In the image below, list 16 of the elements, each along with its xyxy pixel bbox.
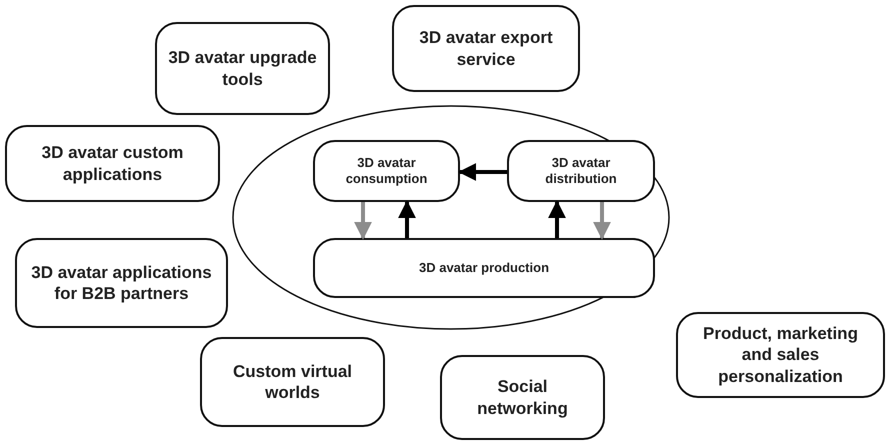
application-box: Social networking — [440, 355, 605, 440]
application-box: Product, marketing and sales personalization — [676, 312, 885, 398]
arrow — [354, 202, 372, 240]
arrow — [548, 200, 566, 238]
process-box: 3D avatar consumption — [313, 140, 460, 202]
process-box: 3D avatar production — [313, 238, 655, 298]
ellipse-outline — [232, 105, 670, 330]
arrow — [458, 163, 507, 181]
application-box: 3D avatar export service — [392, 5, 580, 92]
arrow — [398, 200, 416, 238]
application-box: 3D avatar upgrade tools — [155, 22, 330, 115]
application-box: Custom virtual worlds — [200, 337, 385, 427]
application-box: 3D avatar applications for B2B partners — [15, 238, 228, 328]
process-box: 3D avatar distribution — [507, 140, 655, 202]
arrow — [593, 202, 611, 240]
application-box: 3D avatar custom applications — [5, 125, 220, 202]
